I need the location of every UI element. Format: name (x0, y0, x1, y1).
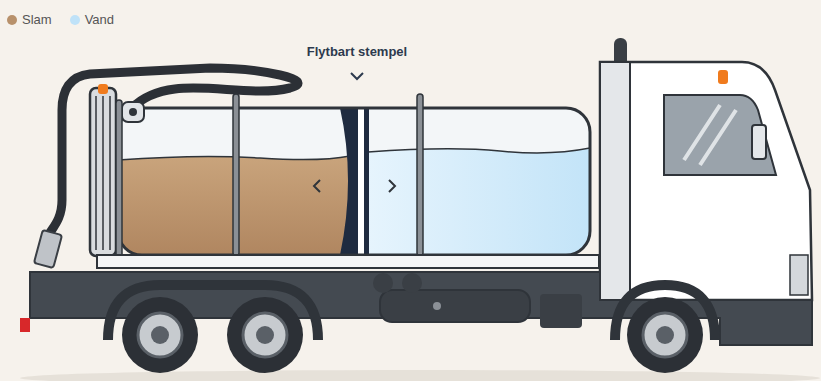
mirror (752, 125, 766, 159)
pointer-chevron (351, 73, 363, 79)
wheel (627, 297, 703, 373)
direction-chevron (389, 180, 395, 192)
fuel-tank (380, 290, 530, 322)
legend-text: Vand (85, 12, 114, 27)
beacon-light (718, 70, 728, 84)
legend-text: Slam (22, 12, 52, 27)
rear-light (20, 318, 30, 332)
tank-strap (233, 94, 239, 256)
grille (790, 255, 808, 295)
legend-swatch (70, 15, 80, 25)
direction-chevron (314, 180, 320, 192)
water (368, 148, 590, 255)
tank (118, 108, 590, 255)
tank-strap (417, 94, 423, 256)
cab-window (664, 95, 776, 175)
hose-reel (90, 88, 116, 256)
hose-nozzle (34, 230, 62, 268)
legend: Slam Vand (7, 12, 114, 27)
legend-item: Vand (70, 12, 114, 27)
platform (97, 255, 599, 268)
legend-swatch (7, 15, 17, 25)
beacon-light (98, 84, 108, 94)
legend-item: Slam (7, 12, 52, 27)
piston (340, 108, 365, 255)
cab (600, 62, 812, 300)
part-label: Flytbart stempel (307, 44, 407, 59)
ground-shadow (20, 370, 820, 381)
wheel (227, 297, 303, 373)
wheel (122, 297, 198, 373)
